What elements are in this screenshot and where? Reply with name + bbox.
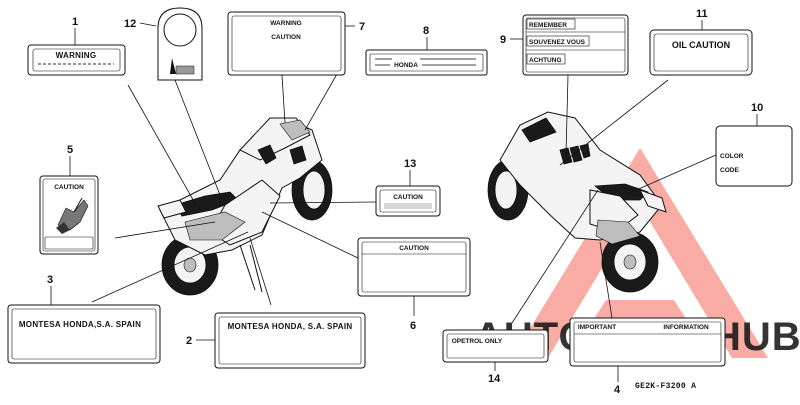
label-plate-3: MONTESA HONDA,S.A. SPAIN	[7, 304, 161, 364]
label-plate-4: IMPORTANT INFORMATION	[569, 317, 726, 367]
motorcycle-right	[487, 111, 667, 293]
label-5-text: CAUTION	[54, 184, 84, 191]
label-14-text: OPETROL ONLY	[452, 338, 503, 345]
part-number-10: 10	[751, 102, 763, 114]
label-plate-9: REMEMBER SOUVENEZ VOUS ACHTUNG	[522, 14, 629, 76]
label-plate-8: HONDA	[365, 49, 488, 76]
leader-lines	[91, 59, 717, 324]
label-plate-6: CAUTION	[357, 237, 471, 297]
glove-pictogram	[56, 197, 89, 234]
label-2-text: MONTESA HONDA, S.A. SPAIN	[228, 322, 353, 331]
part-number-4: 4	[614, 384, 621, 396]
part-number-9: 9	[500, 34, 506, 46]
label-11-text: OIL CAUTION	[672, 40, 730, 50]
label-9-line2: SOUVENEZ VOUS	[529, 39, 586, 46]
label-plate-1: WARNING	[27, 44, 126, 76]
part-number-7: 7	[359, 21, 365, 33]
part-number-12: 12	[124, 18, 136, 30]
label-plate-5: CAUTION	[39, 175, 99, 255]
label-plate-2: MONTESA HONDA, S.A. SPAIN	[214, 312, 366, 369]
label-plate-7: WARNING CAUTION	[227, 11, 346, 76]
motorcycle-left	[157, 117, 333, 296]
label-plate-12	[157, 7, 203, 81]
label-10-line2: CODE	[720, 167, 739, 174]
label-plate-10: COLOR CODE	[715, 125, 793, 187]
label-4-left: IMPORTANT	[578, 324, 616, 331]
part-number-6: 6	[410, 320, 416, 332]
part-number-labels: 1 12 7 8 5 13 3 2 6 14 4 9 11 10	[47, 8, 763, 396]
label-7-line2: CAUTION	[271, 34, 301, 41]
label-10-line1: COLOR	[720, 153, 744, 160]
part-number-14: 14	[488, 373, 501, 385]
label-13-text: CAUTION	[393, 194, 423, 201]
watermark-logo	[512, 148, 768, 358]
label-4-right: INFORMATION	[663, 324, 709, 331]
label-9-line1: REMEMBER	[529, 22, 567, 29]
part-number-1: 1	[72, 16, 78, 28]
label-1-text: WARNING	[56, 51, 97, 60]
part-number-3: 3	[47, 274, 53, 286]
label-6-text: CAUTION	[399, 245, 429, 252]
label-3-text: MONTESA HONDA,S.A. SPAIN	[19, 320, 141, 329]
label-7-line1: WARNING	[270, 20, 301, 27]
label-9-line3: ACHTUNG	[529, 57, 562, 64]
diagram-part-code: GE2K-F3200 A	[635, 382, 696, 391]
part-number-11: 11	[696, 8, 708, 20]
label-plate-14: OPETROL ONLY	[442, 329, 549, 363]
part-number-13: 13	[404, 158, 416, 170]
label-plate-13: CAUTION	[375, 185, 441, 217]
label-8-text: HONDA	[394, 62, 418, 69]
part-number-5: 5	[67, 144, 73, 156]
watermark-text-b: HUB	[712, 315, 800, 359]
part-number-2: 2	[186, 335, 192, 347]
label-plate-11: OIL CAUTION	[649, 29, 753, 76]
part-number-8: 8	[423, 25, 429, 37]
